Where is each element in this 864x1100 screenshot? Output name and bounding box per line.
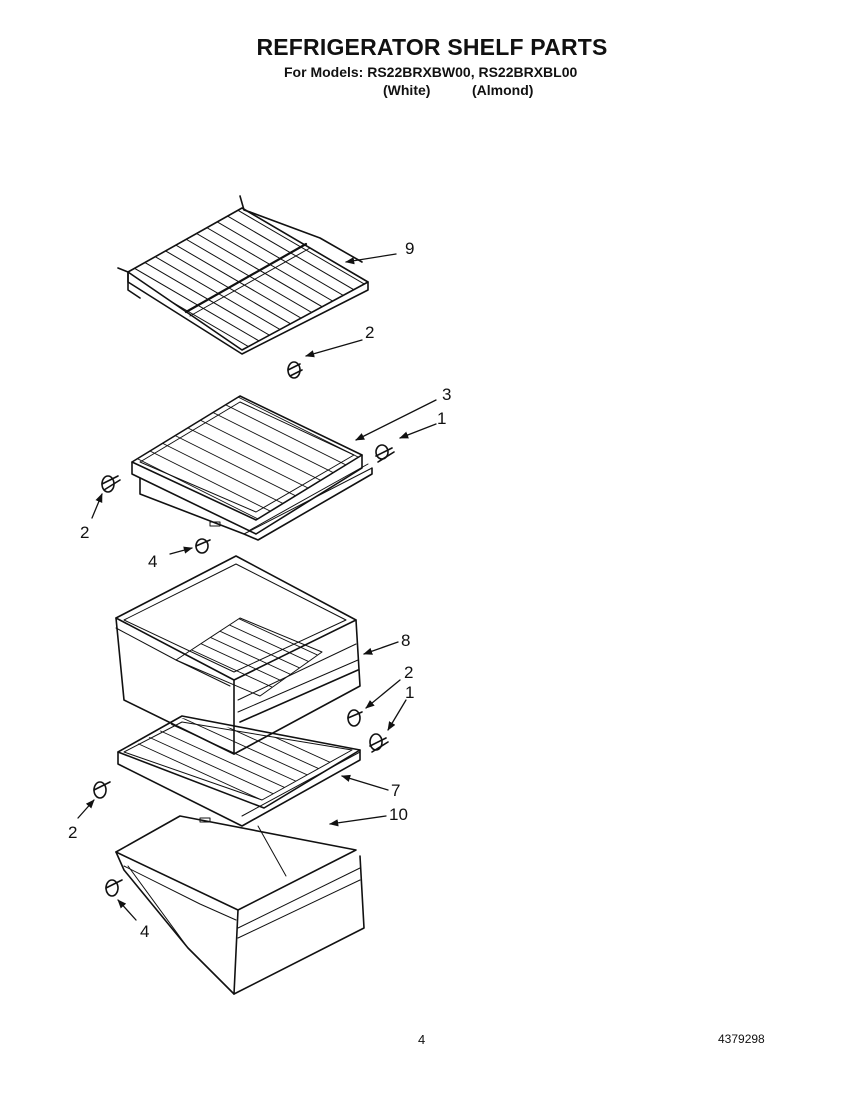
shelf-support-4b	[105, 879, 123, 897]
variant-white: (White)	[383, 82, 431, 98]
callout-2: 2	[404, 663, 413, 682]
lower-pan	[115, 815, 365, 995]
shelf-support-2a	[287, 361, 303, 379]
callout-2: 2	[68, 823, 77, 842]
wire-shelf	[117, 195, 369, 355]
crisper-bin	[115, 555, 361, 755]
document-code: 4379298	[718, 1032, 765, 1046]
page-number: 4	[418, 1032, 426, 1047]
shelf-support-2b	[101, 475, 121, 493]
callout-7: 7	[391, 781, 400, 800]
callout-3: 3	[442, 385, 451, 404]
shelf-support-2c	[347, 709, 363, 727]
callout-2: 2	[80, 523, 89, 542]
page-title: REFRIGERATOR SHELF PARTS	[256, 34, 608, 60]
shelf-support-2d	[93, 781, 111, 799]
callout-4: 4	[148, 552, 157, 571]
crisper-cover	[117, 715, 361, 827]
glass-shelf	[131, 395, 373, 541]
shelf-support-1a	[375, 444, 395, 463]
callout-2: 2	[365, 323, 374, 342]
callout-4: 4	[140, 922, 149, 941]
models-line: For Models: RS22BRXBW00, RS22BRXBL00	[284, 64, 578, 80]
variant-almond: (Almond)	[472, 82, 534, 98]
shelf-support-4a	[195, 538, 211, 554]
callout-8: 8	[401, 631, 410, 650]
callout-9: 9	[405, 239, 414, 258]
shelf-support-1b	[369, 733, 389, 753]
callout-1: 1	[405, 683, 414, 702]
callout-10: 10	[389, 805, 408, 824]
leader-lines	[77, 253, 437, 921]
callout-1: 1	[437, 409, 446, 428]
